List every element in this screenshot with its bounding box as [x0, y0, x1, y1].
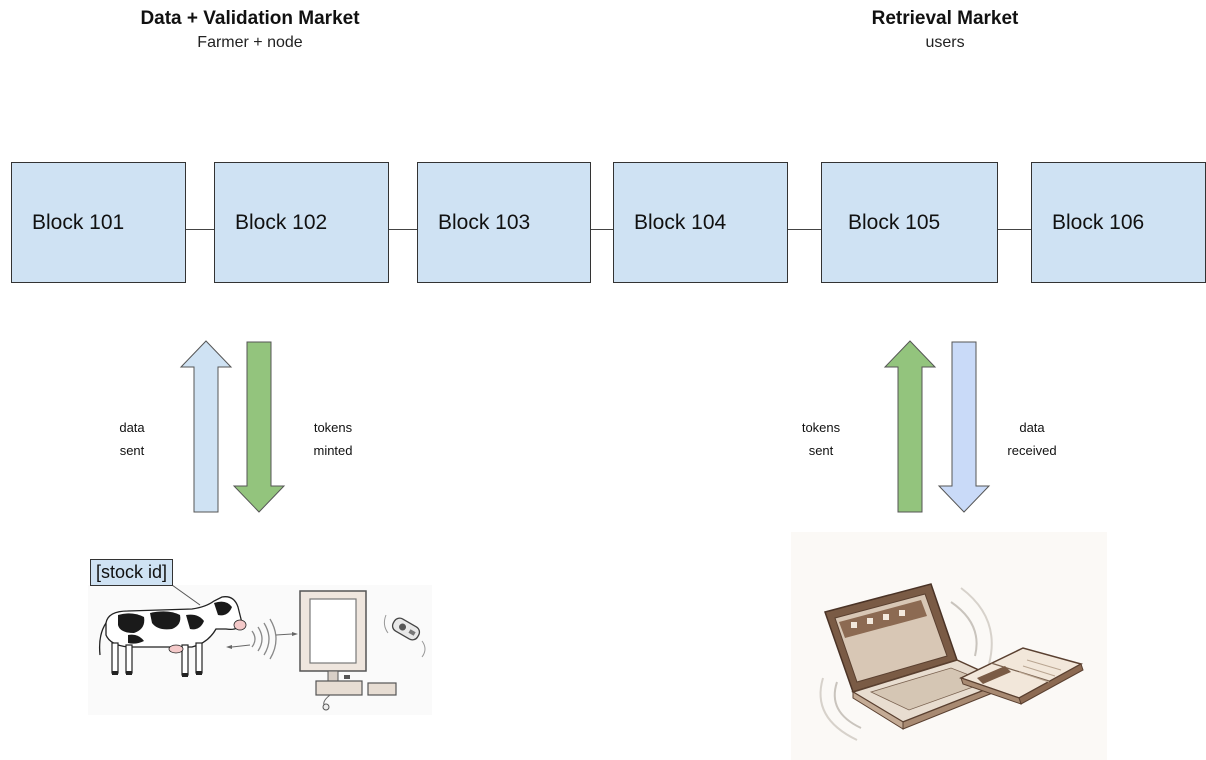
tokens-minted-arrow — [232, 341, 286, 513]
data-received-arrow — [937, 341, 991, 513]
block-106: Block 106 — [1031, 162, 1206, 283]
block-102: Block 102 — [214, 162, 389, 283]
label-line: data — [119, 420, 145, 435]
retrieval-market-subtitle: users — [925, 34, 965, 51]
block-103: Block 103 — [417, 162, 591, 283]
data-sent-label: data sent — [104, 416, 160, 462]
cow-with-rfid-reader-illustration — [88, 585, 432, 715]
block-label: Block 106 — [1052, 210, 1145, 234]
label-line: data — [1019, 420, 1045, 435]
data-validation-market-subtitle: Farmer + node — [197, 34, 303, 51]
data-sent-arrow — [179, 340, 233, 513]
label-line: tokens — [313, 420, 353, 435]
block-label: Block 104 — [634, 210, 727, 234]
retrieval-market-heading: Retrieval Market users — [820, 8, 1070, 52]
block-label: Block 105 — [848, 210, 941, 234]
stock-id-tag: [stock id] — [90, 559, 174, 586]
label-line: sent — [119, 443, 145, 458]
chain-connector — [590, 229, 614, 230]
label-line: received — [1007, 443, 1057, 458]
block-104: Block 104 — [613, 162, 788, 283]
block-label: Block 101 — [32, 210, 125, 234]
data-received-label: data received — [992, 416, 1072, 462]
block-105: Block 105 — [821, 162, 998, 283]
block-label: Block 102 — [235, 210, 328, 234]
chain-connector — [787, 229, 822, 230]
retrieval-market-title: Retrieval Market — [871, 8, 1019, 29]
chain-connector — [997, 229, 1032, 230]
chain-connector — [185, 229, 215, 230]
tokens-sent-arrow — [883, 340, 937, 513]
block-label: Block 103 — [438, 210, 531, 234]
data-validation-market-title: Data + Validation Market — [140, 8, 360, 29]
tokens-minted-label: tokens minted — [300, 416, 366, 462]
label-line: minted — [313, 443, 353, 458]
tokens-sent-label: tokens sent — [788, 416, 854, 462]
laptop-and-book-illustration — [791, 532, 1107, 760]
chain-connector — [388, 229, 418, 230]
label-line: tokens — [801, 420, 841, 435]
block-101: Block 101 — [11, 162, 186, 283]
data-validation-market-heading: Data + Validation Market Farmer + node — [80, 8, 420, 52]
label-line: sent — [808, 443, 834, 458]
